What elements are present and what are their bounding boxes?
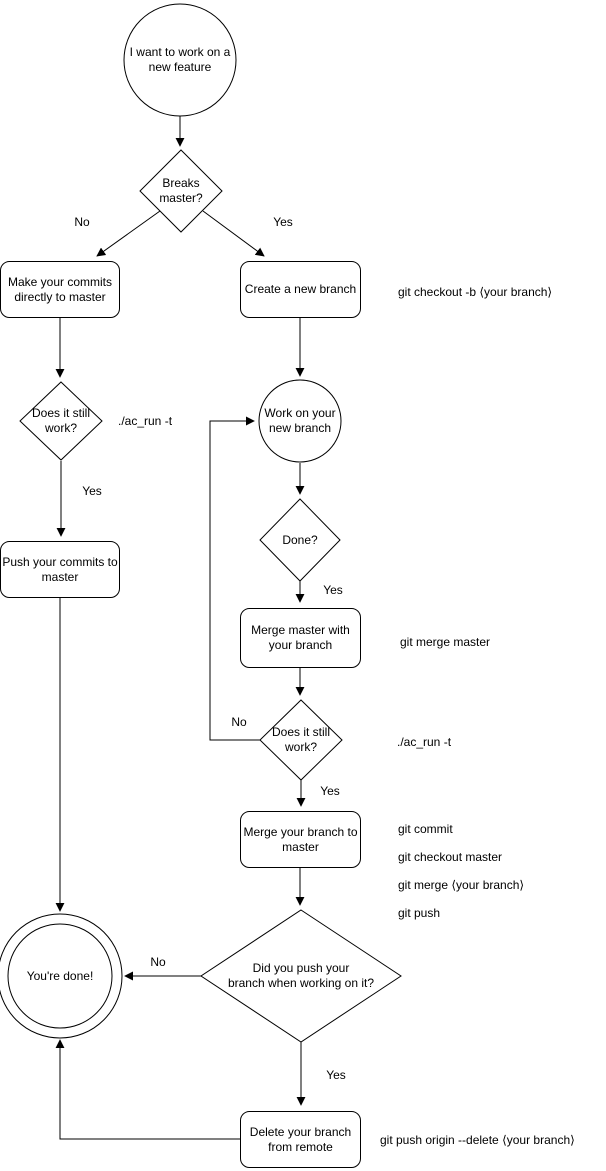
make-commits-box xyxy=(0,261,120,318)
edge-label-no-still-works-2: No xyxy=(223,713,255,731)
edge-label-yes-done: Yes xyxy=(317,581,349,599)
create-branch-box xyxy=(240,261,361,318)
command-merge-to-master-line: git push xyxy=(398,906,441,920)
edge-label-yes-did-push: Yes xyxy=(320,1066,352,1084)
make-commits-label: Make your commits directly to master xyxy=(7,274,113,304)
merge-master-label: Merge master with your branch xyxy=(251,623,350,652)
command-merge-to-master-line: git checkout master xyxy=(398,850,503,864)
delete-branch-box xyxy=(240,1111,361,1168)
delete-branch-label: Delete your branch from remote xyxy=(249,1124,352,1154)
start-circle xyxy=(123,3,237,117)
command-merge-to-master-line: git commit xyxy=(398,822,453,836)
command-merge-to-master-block: git commit git checkout master git merge… xyxy=(398,808,524,934)
breaks-master-diamond xyxy=(139,149,223,233)
create-branch-label: Create a new branch xyxy=(244,282,357,296)
youre-done-inner-circle xyxy=(7,923,113,1029)
command-merge-to-master-line: git merge ⟨your branch⟩ xyxy=(398,878,525,892)
push-commits-label: Push your commits to master xyxy=(2,554,118,584)
does-it-work-2-label: Does it still work? xyxy=(271,725,330,754)
edge-does-it-work-2-no-loop-to-work-on-branch xyxy=(209,416,260,741)
command-merge-master: git merge master xyxy=(400,635,491,649)
command-delete-remote: git push origin --delete ⟨your branch⟩ xyxy=(380,1133,575,1147)
edge-label-yes-breaks: Yes xyxy=(267,213,299,231)
does-it-work-1-diamond xyxy=(19,381,103,461)
start-label: I want to work on a new feature xyxy=(129,45,231,74)
merge-branch-box xyxy=(240,811,361,868)
done-diamond xyxy=(259,498,341,582)
merge-master-box xyxy=(240,608,361,668)
command-test-2: ./ac_run -t xyxy=(397,735,452,749)
did-you-push-diamond xyxy=(200,909,402,1043)
youre-done-label: You're done! xyxy=(26,968,94,983)
does-it-work-2-diamond xyxy=(259,699,343,781)
does-it-work-1-label: Does it still work? xyxy=(31,406,90,435)
command-create-branch: git checkout -b ⟨your branch⟩ xyxy=(398,285,553,299)
work-on-branch-label: Work on your new branch xyxy=(264,406,336,435)
edge-label-yes-still-works-1: Yes xyxy=(76,482,108,500)
command-test-1: ./ac_run -t xyxy=(118,414,173,428)
done-label: Done? xyxy=(282,532,318,547)
edge-breaks-no-to-make-commits xyxy=(96,210,161,257)
merge-branch-label: Merge your branch to master xyxy=(243,824,358,854)
breaks-master-label: Breaks master? xyxy=(159,176,203,205)
push-commits-box xyxy=(0,541,120,598)
edge-label-no-breaks: No xyxy=(66,213,98,231)
work-on-branch-circle xyxy=(258,379,342,463)
edge-delete-branch-to-youre-done xyxy=(55,1039,240,1140)
edge-label-no-did-push: No xyxy=(142,953,174,971)
edge-label-yes-still-works-2: Yes xyxy=(314,782,346,800)
did-you-push-label: Did you push your branch when working on… xyxy=(227,961,375,990)
edge-breaks-yes-to-create-branch xyxy=(202,210,265,257)
